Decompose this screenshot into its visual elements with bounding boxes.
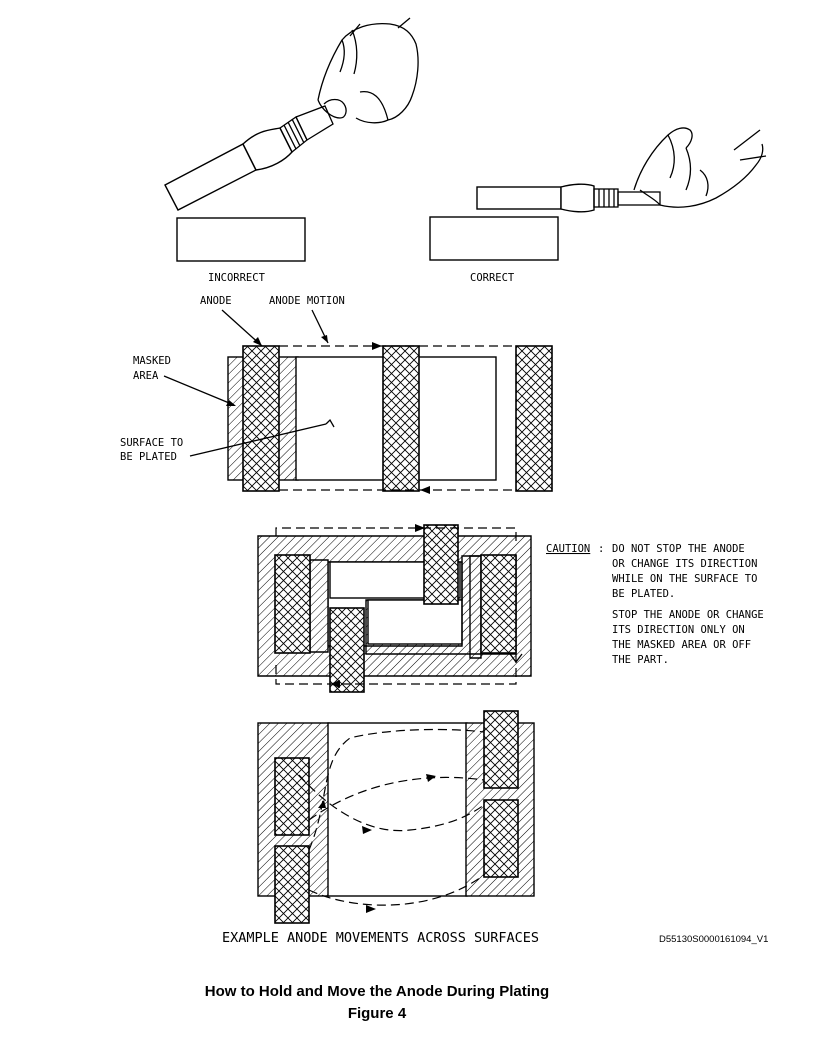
drawing-id: D55130S0000161094_V1 (659, 934, 768, 945)
figure-title: How to Hold and Move the Anode During Pl… (205, 983, 549, 1000)
caution-line-5: STOP THE ANODE OR CHANGE (612, 609, 764, 621)
anode-position-3 (515, 345, 553, 492)
incorrect-illustration (164, 17, 419, 262)
curve-path-4 (308, 874, 485, 906)
anode-right-lower (483, 799, 519, 878)
svg-text::: : (598, 543, 604, 555)
example-caption: EXAMPLE ANODE MOVEMENTS ACROSS SURFACES (222, 930, 539, 946)
anode-bottom (329, 607, 365, 693)
panel-3-part (257, 710, 535, 924)
anode-position-1 (242, 345, 280, 492)
caution-line-4: BE PLATED. (612, 588, 675, 600)
masked-area-label-1: MASKED (133, 355, 171, 367)
anode-right (480, 554, 517, 654)
surface-label-1: SURFACE TO (120, 437, 183, 449)
panel-2-part (257, 524, 532, 693)
anode-position-2 (382, 345, 420, 492)
caution-line-3: WHILE ON THE SURFACE TO (612, 573, 757, 585)
anode-left (274, 554, 311, 654)
curve-path-2 (308, 776, 485, 821)
incorrect-label: INCORRECT (208, 272, 266, 284)
incorrect-anode-body (164, 143, 257, 211)
panel-1-part (227, 342, 553, 494)
channel-motion-top (275, 527, 517, 545)
caution-line-7: THE MASKED AREA OR OFF (612, 639, 751, 651)
masked-area-label-2: AREA (133, 370, 159, 382)
anode-left-lower (274, 845, 310, 924)
correct-part-block (429, 216, 559, 261)
incorrect-part-block (176, 217, 306, 262)
surface-center (327, 722, 468, 897)
anode-top (423, 524, 459, 605)
correct-label: CORRECT (470, 272, 515, 284)
anode-left-upper (274, 757, 310, 836)
masked-area-leader (163, 375, 235, 406)
anode-motion-label: ANODE MOTION (269, 295, 345, 307)
correct-illustration (429, 127, 767, 261)
curve-path-3 (298, 774, 485, 832)
caution-line-1: DO NOT STOP THE ANODE (612, 543, 745, 555)
caution-line-8: THE PART. (612, 654, 669, 666)
figure-number: Figure 4 (348, 1005, 407, 1022)
channel-motion-bottom (275, 654, 517, 685)
anode-label: ANODE (200, 295, 232, 307)
anode-right-upper (483, 710, 519, 789)
caution-line-2: OR CHANGE ITS DIRECTION (612, 558, 757, 570)
caution-keyword: CAUTION (546, 543, 590, 555)
caution-line-6: ITS DIRECTION ONLY ON (612, 624, 745, 636)
surface-label-2: BE PLATED (120, 451, 177, 463)
surface-leader (189, 423, 327, 457)
correct-anode-body (476, 186, 562, 210)
